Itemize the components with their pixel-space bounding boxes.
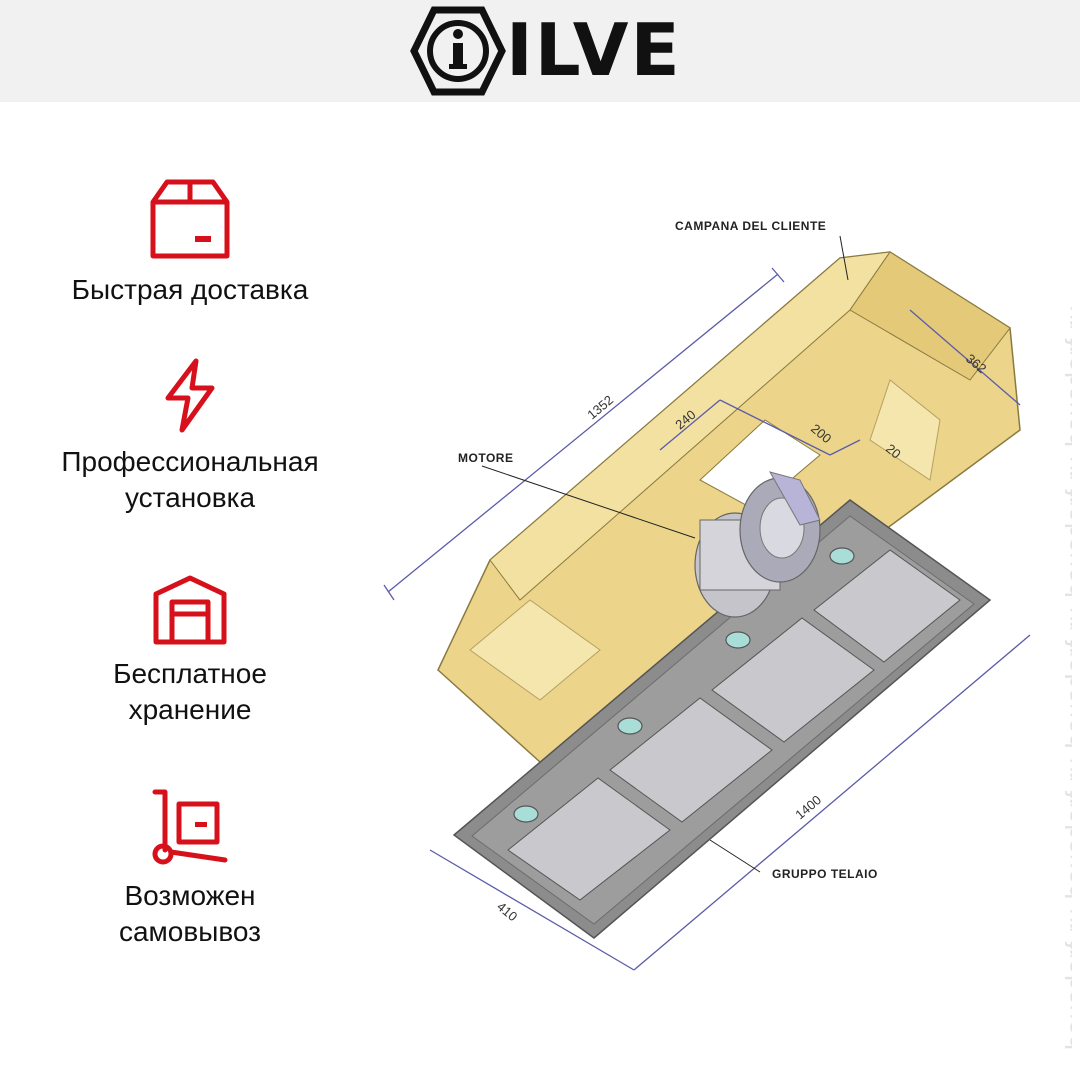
frame-group	[452, 499, 992, 939]
motor	[694, 471, 821, 618]
dim-length-top: 1352	[584, 392, 616, 422]
feature-label: Бесплатное хранение	[113, 658, 267, 725]
callout-frame: GRUPPO TELAIO	[772, 867, 878, 881]
box-icon	[150, 179, 230, 259]
feature-installation: Профессиональная установка	[20, 358, 360, 516]
callout-leaders	[481, 235, 849, 873]
feature-label: Профессиональная установка	[61, 446, 319, 513]
feature-label: Возможен самовывоз	[118, 880, 262, 947]
callout-hood: CAMPANA DEL CLIENTE	[675, 219, 826, 233]
hood-drawing: 1352 362 240 200 20 1400 410 CAMPANA DEL…	[383, 219, 1031, 971]
header-bar: ILVE	[0, 0, 1080, 102]
callout-motor: MOTORE	[458, 451, 513, 465]
dimension-lines	[383, 267, 1031, 971]
feature-free-storage: Бесплатное хранение	[20, 574, 360, 728]
hood-diagram: 1352 362 240 200 20 1400 410 CAMPANA DEL…	[370, 180, 1050, 980]
feature-label: Быстрая доставка	[71, 274, 309, 305]
brand-logo[interactable]: ILVE	[410, 4, 680, 98]
dim-depth-frame: 410	[494, 899, 520, 924]
dim-length-frame: 1400	[792, 792, 824, 822]
logo-hexagon-icon	[410, 6, 506, 96]
watermark: hausdorf.ru hausdorf.ru hausdorf.ru haus…	[1032, 270, 1072, 1050]
brand-name: ILVE	[506, 8, 682, 92]
lightning-icon	[165, 358, 215, 433]
hand-truck-icon	[152, 789, 228, 865]
watermark-text: hausdorf.ru hausdorf.ru hausdorf.ru haus…	[1060, 304, 1072, 1050]
feature-fast-delivery: Быстрая доставка	[20, 178, 360, 308]
feature-pickup: Возможен самовывоз	[20, 788, 360, 950]
warehouse-icon	[153, 575, 227, 645]
